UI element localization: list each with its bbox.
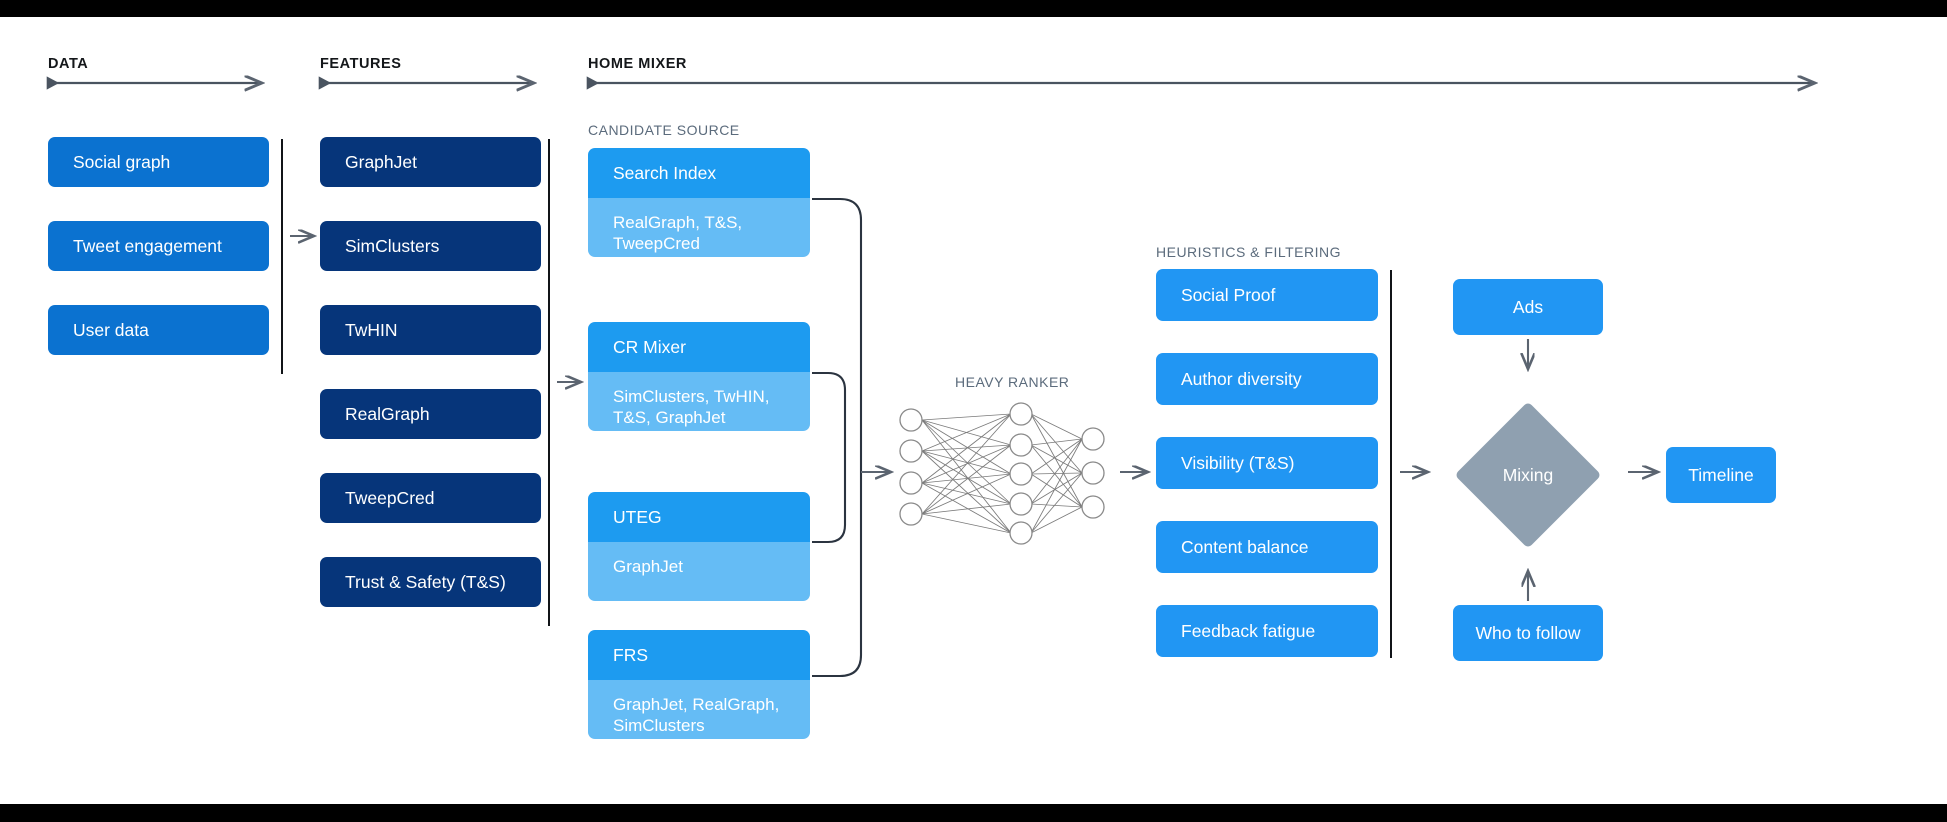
feature-box-realgraph: RealGraph xyxy=(320,389,541,439)
divider-heuristics-outputs xyxy=(1390,270,1392,658)
candidate-source-header-uteg: UTEG xyxy=(588,492,810,542)
heuristic-box-social-proof: Social Proof xyxy=(1156,269,1378,321)
nn-hidden-node xyxy=(1009,433,1033,457)
section-label-home-mixer: HOME MIXER xyxy=(588,56,687,72)
candidate-source-features-search-index: RealGraph, T&S, TweepCred xyxy=(588,198,810,257)
nn-input-node xyxy=(899,408,923,432)
candidate-source-features-cr-mixer: SimClusters, TwHIN, T&S, GraphJet xyxy=(588,372,810,431)
feature-box-label: SimClusters xyxy=(345,235,440,256)
feature-box-twhin: TwHIN xyxy=(320,305,541,355)
mixing-label: Mixing xyxy=(1502,465,1554,485)
candidate-source-header-frs: FRS xyxy=(588,630,810,680)
heuristic-box-author-diversity: Author diversity xyxy=(1156,353,1378,405)
heuristic-box-content-balance: Content balance xyxy=(1156,521,1378,573)
candidate-source-feature-line: RealGraph, T&S, xyxy=(613,213,743,232)
bracket-outer-candidate-sources xyxy=(812,197,863,678)
nn-output-node xyxy=(1081,495,1105,519)
data-box-label: Social graph xyxy=(73,151,171,172)
nn-hidden-node xyxy=(1009,462,1033,486)
candidate-source-title: FRS xyxy=(613,644,648,665)
candidate-source-title: CR Mixer xyxy=(613,336,686,357)
data-box-label: Tweet engagement xyxy=(73,235,222,256)
data-box-user-data: User data xyxy=(48,305,269,355)
nn-hidden-node xyxy=(1009,521,1033,545)
section-label-data: DATA xyxy=(48,56,89,72)
data-box-label: User data xyxy=(73,319,149,340)
candidate-source-features-uteg: GraphJet xyxy=(588,542,810,601)
output-box-label: Ads xyxy=(1512,296,1544,317)
candidate-source-feature-line: SimClusters xyxy=(613,716,705,736)
heuristic-box-label: Social Proof xyxy=(1181,284,1276,305)
candidate-source-feature-line: TweepCred xyxy=(613,234,700,254)
section-label-features: FEATURES xyxy=(320,56,402,72)
nn-input-node xyxy=(899,439,923,463)
nn-output-node xyxy=(1081,427,1105,451)
feature-box-label: RealGraph xyxy=(345,403,430,424)
data-box-tweet-engagement: Tweet engagement xyxy=(48,221,269,271)
feature-box-label: TweepCred xyxy=(345,487,435,508)
output-box-label: Who to follow xyxy=(1475,622,1581,643)
output-box-ads: Ads xyxy=(1453,279,1603,335)
nn-output-node xyxy=(1081,461,1105,485)
output-box-label: Timeline xyxy=(1688,464,1754,485)
heuristic-box-label: Content balance xyxy=(1181,536,1309,557)
candidate-source-title: Search Index xyxy=(613,162,717,183)
heavy-ranker-network xyxy=(899,402,1105,545)
output-box-who-to-follow: Who to follow xyxy=(1453,605,1603,661)
candidate-source-header-cr-mixer: CR Mixer xyxy=(588,322,810,372)
data-box-social-graph: Social graph xyxy=(48,137,269,187)
feature-box-graphjet: GraphJet xyxy=(320,137,541,187)
nn-hidden-node xyxy=(1009,402,1033,426)
divider-data-features xyxy=(281,139,283,374)
candidate-source-title: UTEG xyxy=(613,506,662,527)
candidate-source-feature-line: SimClusters, TwHIN, xyxy=(613,387,770,406)
feature-box-simclusters: SimClusters xyxy=(320,221,541,271)
bracket-inner-candidate-sources xyxy=(812,371,847,544)
feature-box-tweepcred: TweepCred xyxy=(320,473,541,523)
feature-box-label: Trust & Safety (T&S) xyxy=(345,571,506,592)
candidate-source-feature-line: T&S, GraphJet xyxy=(613,408,726,428)
diagram-sheet: DATA FEATURES HOME MIXER CANDIDATE SOURC… xyxy=(0,17,1947,804)
candidate-source-feature-line: GraphJet, RealGraph, xyxy=(613,695,780,714)
sublabel-candidate-source: CANDIDATE SOURCE xyxy=(588,122,740,138)
nn-hidden-node xyxy=(1009,492,1033,516)
heuristic-box-label: Visibility (T&S) xyxy=(1181,452,1295,473)
heuristic-box-label: Feedback fatigue xyxy=(1181,620,1316,641)
heuristic-box-label: Author diversity xyxy=(1181,368,1302,389)
feature-box-trust-and-safety: Trust & Safety (T&S) xyxy=(320,557,541,607)
diagram-connectors xyxy=(0,17,1947,678)
feature-box-label: TwHIN xyxy=(345,319,398,340)
nn-input-node xyxy=(899,502,923,526)
output-box-timeline: Timeline xyxy=(1666,447,1776,503)
nn-input-node xyxy=(899,471,923,495)
sublabel-heuristics-filtering: HEURISTICS & FILTERING xyxy=(1156,244,1341,260)
divider-features-homemixer xyxy=(548,139,550,626)
candidate-source-header-search-index: Search Index xyxy=(588,148,810,198)
heuristic-box-visibility: Visibility (T&S) xyxy=(1156,437,1378,489)
heuristic-box-feedback-fatigue: Feedback fatigue xyxy=(1156,605,1378,657)
candidate-source-feature-line: GraphJet xyxy=(613,557,683,576)
feature-box-label: GraphJet xyxy=(345,151,417,172)
candidate-source-features-frs: GraphJet, RealGraph, SimClusters xyxy=(588,680,810,739)
caption-heavy-ranker: HEAVY RANKER xyxy=(955,374,1070,390)
